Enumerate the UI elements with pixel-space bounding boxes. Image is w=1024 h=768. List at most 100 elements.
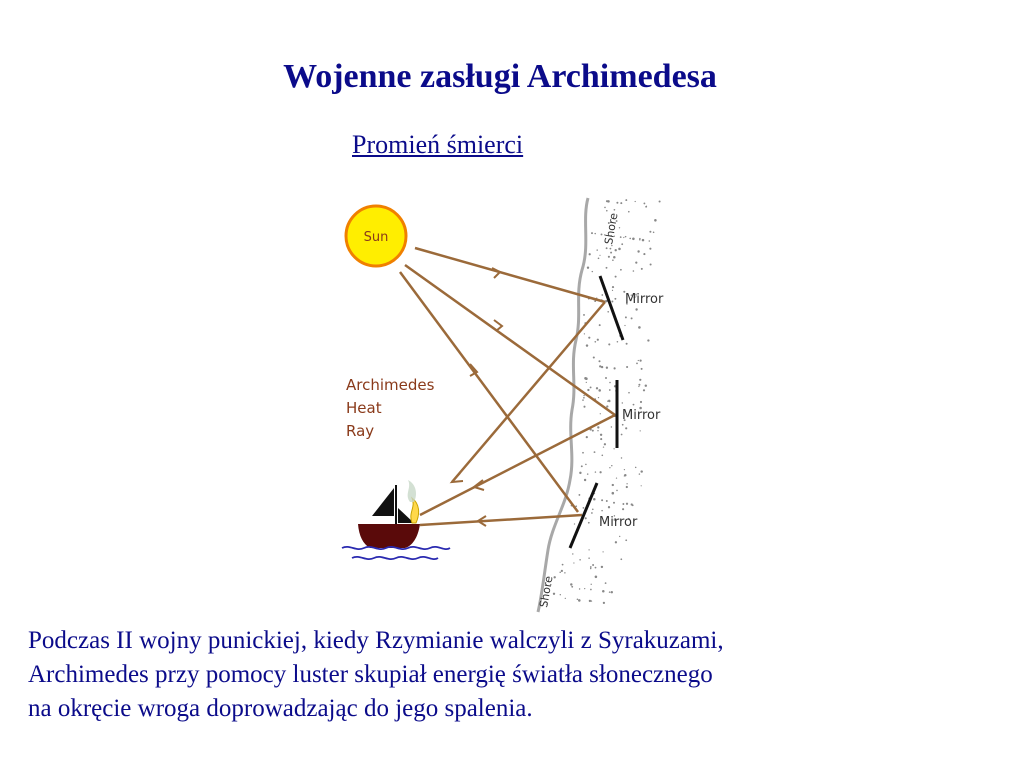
sand-speck (564, 597, 566, 600)
sand-speck (611, 300, 614, 303)
water-waves (341, 545, 451, 561)
sand-speck (578, 599, 581, 602)
sand-speck (611, 289, 614, 292)
death-ray-link[interactable]: Promień śmierci (352, 130, 524, 159)
sand-speck (643, 253, 646, 256)
sand-speck (575, 505, 578, 508)
sand-speck (641, 238, 645, 242)
sand-speck (602, 446, 605, 448)
sand-speck (610, 234, 612, 237)
sand-speck (599, 471, 602, 474)
sand-speck (595, 387, 599, 390)
sand-speck (622, 503, 625, 505)
sand-speck (560, 569, 563, 572)
sand-speck (637, 359, 639, 362)
sand-speck (576, 598, 579, 600)
sand-speck (579, 471, 582, 475)
sand-speck (587, 521, 590, 524)
sand-speck (640, 367, 643, 370)
sand-speck (594, 232, 596, 235)
sand-speck (588, 336, 591, 339)
sand-speck (609, 467, 611, 469)
sand-speck (621, 423, 624, 426)
sand-speck (628, 391, 630, 394)
sand-speck (640, 267, 643, 270)
sand-speck (582, 399, 584, 401)
caption-paragraph: Podczas II wojny punickiej, kiedy Rzymia… (28, 624, 1008, 726)
sand-speck (605, 377, 607, 379)
sand-speck (613, 448, 615, 450)
sand-speck (578, 588, 581, 590)
sand-speck (583, 396, 585, 399)
sand-speck (642, 389, 646, 392)
sand-speck (609, 247, 612, 250)
ray-mirror-1-to-ship (451, 301, 606, 483)
sand-speck (626, 365, 629, 369)
sand-speck (638, 326, 641, 329)
sand-speck (600, 365, 604, 369)
sand-speck (608, 591, 611, 593)
sand-speck (601, 509, 603, 512)
sand-speck (611, 464, 613, 467)
sand-speck (635, 293, 637, 296)
sand-speck (619, 236, 622, 238)
sand-speck (621, 243, 624, 246)
heat-ray-label: Archimedes Heat Ray (346, 376, 439, 440)
sand-speck (602, 551, 604, 553)
caption-line-2: Archimedes przy pomocy luster skupiał en… (28, 661, 713, 688)
sand-speck (654, 219, 657, 222)
sand-speck (604, 206, 606, 209)
sand-speck (600, 565, 604, 569)
ship-icon (358, 480, 420, 548)
sand-speck (588, 549, 590, 551)
sand-speck (580, 465, 583, 468)
sun-label: Sun (364, 230, 389, 245)
sand-speck (620, 457, 623, 459)
sand-speck (561, 563, 564, 566)
sand-speck (593, 451, 596, 454)
sand-speck (598, 389, 601, 392)
sand-speck (585, 381, 587, 384)
sand-speck (638, 385, 640, 388)
sand-speck (608, 400, 611, 403)
sand-speck (594, 566, 597, 569)
sand-speck (571, 585, 574, 588)
sand-speck (614, 541, 618, 544)
sand-speck (613, 367, 616, 370)
sand-speck (596, 249, 598, 251)
sand-speck (626, 303, 628, 305)
sand-speck (613, 518, 617, 521)
sand-speck (639, 406, 642, 410)
sand-speck (632, 270, 635, 272)
sand-speck (630, 317, 633, 320)
sand-speck (611, 483, 614, 487)
sand-speck (572, 553, 574, 555)
sand-speck (620, 558, 623, 561)
sand-speck (623, 236, 625, 239)
sand-speck (643, 202, 646, 205)
sand-speck (583, 394, 585, 397)
sand-speck (585, 436, 588, 439)
sand-speck (588, 557, 590, 559)
sand-speck (616, 201, 619, 204)
sand-speck (619, 535, 621, 538)
sand-speck (564, 572, 566, 574)
sand-speck (613, 208, 616, 211)
sand-speck (624, 316, 627, 319)
diagram-svg: Shore Shore Sun Mirror Mirror Mirror Arc… (341, 197, 664, 613)
sand-speck (573, 523, 576, 525)
sand-speck (593, 497, 596, 501)
sand-speck (625, 539, 628, 542)
sand-speck (610, 591, 613, 594)
sand-speck (639, 400, 643, 404)
sand-speck (591, 508, 594, 511)
sand-speck (618, 247, 621, 251)
sand-speck (627, 517, 630, 520)
sand-speck (648, 240, 651, 242)
sand-speck (553, 576, 556, 579)
sand-speck (640, 485, 642, 487)
caption-line-1: Podczas II wojny punickiej, kiedy Rzymia… (28, 627, 724, 654)
sand-speck (612, 259, 614, 261)
sand-speck (594, 471, 597, 473)
mirror-3-label: Mirror (599, 515, 638, 530)
